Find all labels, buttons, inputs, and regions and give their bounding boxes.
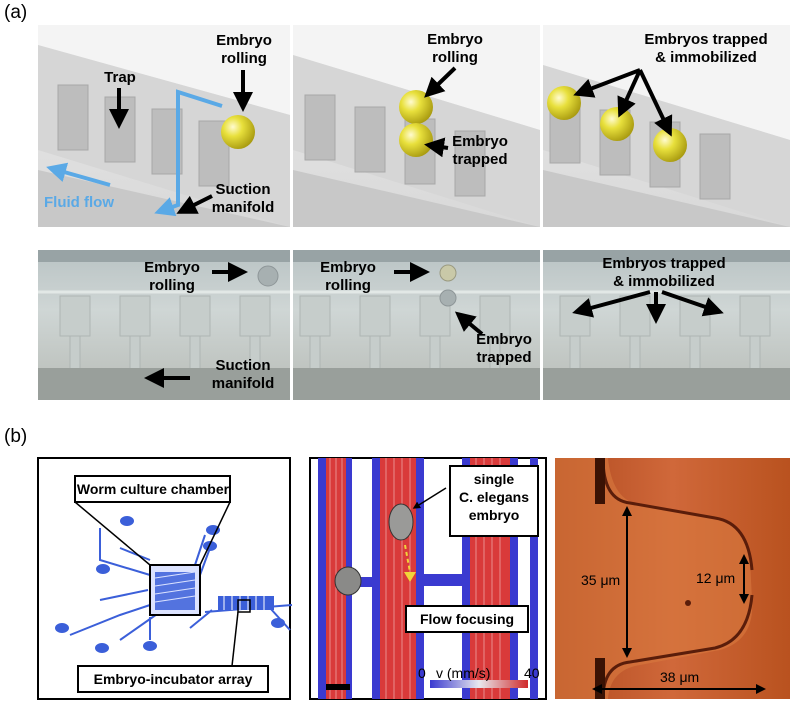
r1p2-trapped-line2: trapped (452, 151, 507, 168)
dim-35-label: 35 μm (581, 572, 620, 588)
single-embryo-line1: single (474, 471, 515, 487)
r2p2-trapped-arrow (454, 311, 484, 336)
r1p1-fluid-flow-arrow (154, 89, 223, 217)
colorbar-max: 40 (524, 665, 540, 681)
r1p1-fluid-flow-label: Fluid flow (44, 194, 114, 211)
dim-38-label: 38 μm (660, 669, 699, 685)
r1p1-rolling-line2: rolling (221, 50, 267, 67)
r2p2-trapped-line1: Embryo (476, 331, 532, 348)
r2p2-rolling-line2: rolling (325, 277, 371, 294)
colorbar-min: 0 (418, 665, 426, 681)
panel-letter-a: (a) (4, 2, 28, 23)
dim-12-label: 12 μm (696, 570, 735, 586)
r1p2-trapped-line1: Embryo (452, 133, 508, 150)
photo-panel-3 (543, 250, 790, 400)
r1p1-rolling-line1: Embryo (216, 32, 272, 49)
single-embryo-line2: C. elegans (459, 489, 529, 505)
r1p1-trap-label: Trap (104, 69, 136, 86)
r2p2-rolling-line1: Embryo (320, 259, 376, 276)
r2p3-trapped-line1: Embryos trapped (602, 255, 725, 272)
r2p3-trapped-line2: & immobilized (613, 273, 715, 290)
r2p2-trapped-line2: trapped (476, 349, 531, 366)
r1p1-fluid-flow-arrow-left (46, 162, 111, 187)
r1p2-trapped-arrow (424, 137, 449, 158)
r2p3-arrow-1 (572, 290, 651, 318)
r1p1-suction-arrow (176, 194, 213, 214)
r1p3-arrow-3 (638, 69, 673, 137)
r2p1-suction-line2: manifold (212, 375, 275, 392)
r1p1-suction-line2: manifold (212, 199, 275, 216)
single-embryo-line3: embryo (469, 507, 520, 523)
render-panel-2 (293, 25, 540, 227)
r2p3-arrow-3 (661, 290, 724, 317)
r1p2-rolling-line1: Embryo (427, 31, 483, 48)
r2p1-rolling-line2: rolling (149, 277, 195, 294)
r1p2-rolling-line2: rolling (432, 49, 478, 66)
velocity-colorbar (430, 680, 528, 688)
r2p1-rolling-line1: Embryo (144, 259, 200, 276)
embryo-incubator-array-label: Embryo-incubator array (94, 671, 253, 687)
photo-panel-1 (38, 250, 290, 400)
colorbar-unit: v (mm/s) (436, 665, 490, 681)
panel-letter-b: (b) (4, 426, 28, 447)
r1p3-trapped-line1: Embryos trapped (644, 31, 767, 48)
r1p3-arrow-1 (573, 68, 641, 98)
worm-culture-chamber-label: Worm culture chamber (77, 481, 230, 497)
r1p1-suction-line1: Suction (216, 181, 271, 198)
r2p1-suction-line1: Suction (216, 357, 271, 374)
r1p3-arrow-2 (617, 69, 642, 118)
device-schematic-panel (37, 457, 293, 700)
flow-focusing-label: Flow focusing (420, 611, 514, 627)
r1p3-trapped-line2: & immobilized (655, 49, 757, 66)
micrograph-panel (555, 457, 790, 700)
photo-panel-2 (293, 250, 540, 400)
r1p2-rolling-arrow (424, 66, 457, 98)
flow-simulation-panel (309, 457, 547, 700)
